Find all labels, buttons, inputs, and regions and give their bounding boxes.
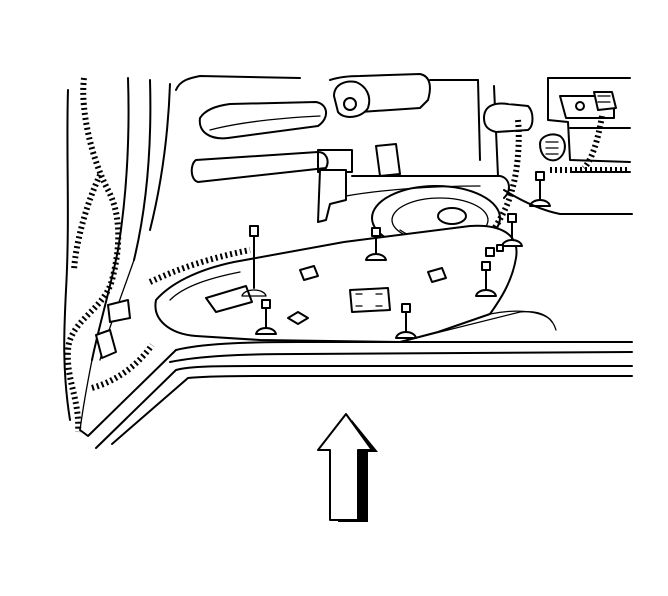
mount-hole xyxy=(343,97,357,111)
bolt-icon xyxy=(365,227,387,261)
bolt-icon xyxy=(496,244,504,252)
up-arrow-icon xyxy=(317,413,378,522)
right-upper-structure xyxy=(477,77,631,177)
bolt-icon xyxy=(255,299,277,335)
bolt-icon xyxy=(241,225,267,297)
shield-mount-tab xyxy=(205,285,253,313)
bracket-plate xyxy=(107,299,131,323)
harness-grommet xyxy=(483,102,534,133)
bolt-icon xyxy=(485,247,495,257)
clip-bracket xyxy=(95,329,117,359)
stud-circle xyxy=(575,101,585,111)
bolt-icon xyxy=(501,213,523,247)
well-plug xyxy=(437,207,467,225)
rear-floor-edge xyxy=(95,189,633,449)
fuel-tank-shield xyxy=(154,224,518,343)
left-wiring-harness xyxy=(64,77,251,433)
left-body-pillar xyxy=(63,77,177,437)
bolt-icon xyxy=(475,261,497,297)
upper-floor-panel xyxy=(175,73,479,183)
crossmember-bracket xyxy=(317,169,347,223)
right-wiring-harness xyxy=(489,115,630,234)
shield-drain-hole xyxy=(287,311,309,325)
shield-clip-right xyxy=(427,267,447,283)
shield-panel xyxy=(154,224,518,343)
shield-label-plate xyxy=(349,287,391,313)
shield-clip-left xyxy=(299,265,319,281)
bolt-icon xyxy=(529,171,551,207)
electrical-connector xyxy=(593,91,617,111)
